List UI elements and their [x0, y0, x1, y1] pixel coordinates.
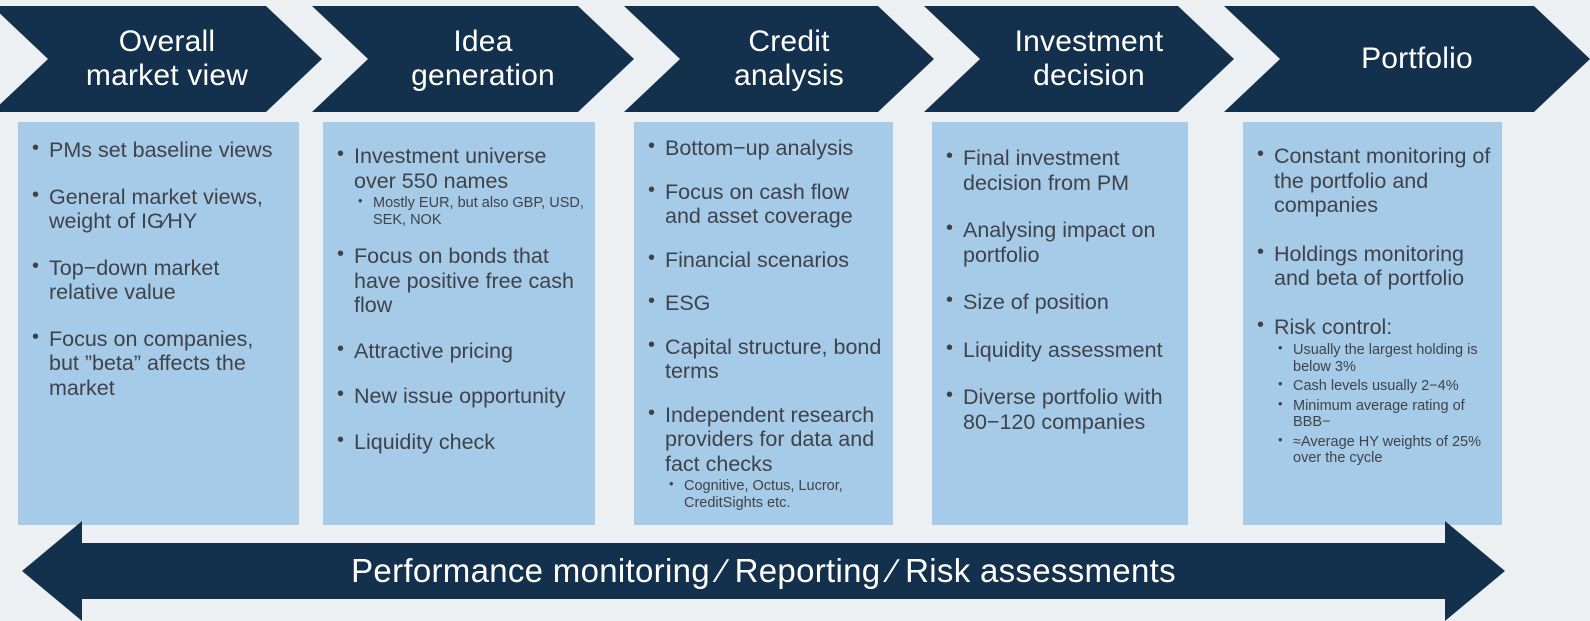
list-item: Holdings monitoring and beta of portfoli… — [1255, 241, 1492, 291]
bullet-text: Financial scenarios — [665, 247, 850, 272]
list-item: Focus on cash flow and asset coverage — [646, 179, 883, 229]
list-item: Final investment decision from PM — [944, 145, 1178, 195]
stage-chevron-portfolio[interactable]: Portfolio — [1224, 6, 1590, 112]
sub-bullet-list: Usually the largest holding is below 3% … — [1274, 341, 1492, 467]
bullet-text: Attractive pricing — [354, 338, 513, 363]
bullet-text: Independent research providers for data … — [665, 402, 875, 476]
list-item: Risk control: Usually the largest holdin… — [1255, 313, 1492, 467]
stage-chevron-label: Idea generation — [411, 25, 555, 92]
bullet-text: Constant monitoring of the portfolio and… — [1274, 144, 1491, 217]
list-item: Size of position — [944, 289, 1178, 315]
bullet-text: New issue opportunity — [354, 384, 566, 409]
bullet-list: Investment universe over 550 names Mostl… — [335, 143, 585, 455]
stage-chevron-label: Portfolio — [1361, 42, 1473, 76]
stage-header-row: Overall market view Idea generation Cred… — [0, 0, 1590, 118]
stage-panel-credit-analysis: Bottom−up analysis Focus on cash flow an… — [634, 122, 893, 525]
bullet-text: Focus on cash flow and asset coverage — [665, 179, 853, 229]
bullet-text: PMs set baseline views — [49, 138, 273, 162]
double-arrow-banner-shape — [22, 521, 1505, 621]
bullet-text: Liquidity check — [354, 429, 496, 454]
list-item: Liquidity assessment — [944, 337, 1178, 363]
stage-chevron-label: Credit analysis — [734, 25, 844, 92]
sub-list-item: Usually the largest holding is below 3% — [1274, 341, 1492, 375]
list-item: General market views, weight of IG∕HY — [30, 184, 289, 234]
stage-panel-overall-market-view: PMs set baseline views General market vi… — [18, 122, 299, 525]
list-item: Top−down market relative value — [30, 255, 289, 305]
bullet-text: Risk control: — [1274, 314, 1393, 339]
bullet-list: PMs set baseline views General market vi… — [30, 137, 289, 401]
stage-chevron-overall-market-view[interactable]: Overall market view — [0, 6, 322, 112]
sub-bullet-list: Cognitive, Octus, Lucror, CreditSights e… — [665, 477, 883, 511]
bullet-text: Analysing impact on portfolio — [963, 218, 1156, 267]
bullet-text: Bottom−up analysis — [665, 136, 854, 160]
sub-list-item: Cognitive, Octus, Lucror, CreditSights e… — [665, 477, 883, 511]
stage-chevron-investment-decision[interactable]: Investment decision — [924, 6, 1234, 112]
sub-list-item: Minimum average rating of BBB− — [1274, 397, 1492, 431]
sub-list-item: Mostly EUR, but also GBP, USD, SEK, NOK — [354, 194, 585, 228]
stage-panel-portfolio: Constant monitoring of the portfolio and… — [1243, 122, 1502, 525]
sub-bullet-text: Minimum average rating of BBB− — [1293, 397, 1465, 431]
list-item: Constant monitoring of the portfolio and… — [1255, 143, 1492, 218]
sub-bullet-text: Usually the largest holding is below 3% — [1293, 342, 1478, 375]
stage-chevron-label: Overall market view — [85, 25, 249, 92]
list-item: Focus on companies, but ”beta” affects t… — [30, 326, 289, 401]
bullet-text: ESG — [665, 291, 711, 315]
sub-list-item: ≈Average HY weights of 25% over the cycl… — [1274, 433, 1492, 467]
sub-bullet-text: Cash levels usually 2−4% — [1293, 378, 1459, 395]
stage-panel-investment-decision: Final investment decision from PM Analys… — [932, 122, 1188, 525]
sub-list-item: Cash levels usually 2−4% — [1274, 377, 1492, 395]
bullet-text: Investment universe over 550 names — [354, 144, 547, 193]
bullet-text: Top−down market relative value — [49, 255, 220, 305]
list-item: Liquidity check — [335, 429, 585, 455]
bullet-text: Diverse portfolio with 80−120 companies — [963, 385, 1163, 434]
list-item: Analysing impact on portfolio — [944, 217, 1178, 267]
bullet-text: Liquidity assessment — [963, 337, 1163, 362]
bullet-list: Constant monitoring of the portfolio and… — [1255, 143, 1492, 467]
stage-chevron-idea-generation[interactable]: Idea generation — [312, 6, 634, 112]
list-item: Focus on bonds that have positive free c… — [335, 243, 585, 318]
bullet-text: General market views, weight of IG∕HY — [49, 184, 263, 234]
list-item: Bottom−up analysis — [646, 135, 883, 161]
bullet-text: Capital structure, bond terms — [665, 334, 882, 384]
stage-panel-idea-generation: Investment universe over 550 names Mostl… — [323, 122, 595, 525]
list-item: Independent research providers for data … — [646, 402, 883, 512]
bullet-list: Bottom−up analysis Focus on cash flow an… — [646, 135, 883, 512]
bullet-text: Size of position — [963, 290, 1109, 314]
list-item: Investment universe over 550 names Mostl… — [335, 143, 585, 228]
sub-bullet-list: Mostly EUR, but also GBP, USD, SEK, NOK — [354, 194, 585, 228]
list-item: Capital structure, bond terms — [646, 334, 883, 384]
list-item: PMs set baseline views — [30, 137, 289, 163]
bullet-text: Focus on companies, but ”beta” affects t… — [49, 326, 254, 400]
list-item: Diverse portfolio with 80−120 companies — [944, 384, 1178, 434]
list-item: ESG — [646, 290, 883, 316]
sub-bullet-text: Mostly EUR, but also GBP, USD, SEK, NOK — [373, 195, 584, 228]
stage-chevron-label: Investment decision — [1014, 25, 1164, 92]
stage-chevron-credit-analysis[interactable]: Credit analysis — [624, 6, 934, 112]
bullet-text: Holdings monitoring and beta of portfoli… — [1274, 241, 1465, 291]
sub-bullet-text: ≈Average HY weights of 25% over the cycl… — [1293, 433, 1481, 467]
list-item: Financial scenarios — [646, 247, 883, 273]
bullet-text: Focus on bonds that have positive free c… — [354, 244, 574, 318]
bullet-text: Final investment decision from PM — [963, 146, 1130, 195]
sub-bullet-text: Cognitive, Octus, Lucror, CreditSights e… — [684, 478, 843, 511]
list-item: New issue opportunity — [335, 383, 585, 409]
list-item: Attractive pricing — [335, 338, 585, 364]
bullet-list: Final investment decision from PM Analys… — [944, 145, 1178, 434]
